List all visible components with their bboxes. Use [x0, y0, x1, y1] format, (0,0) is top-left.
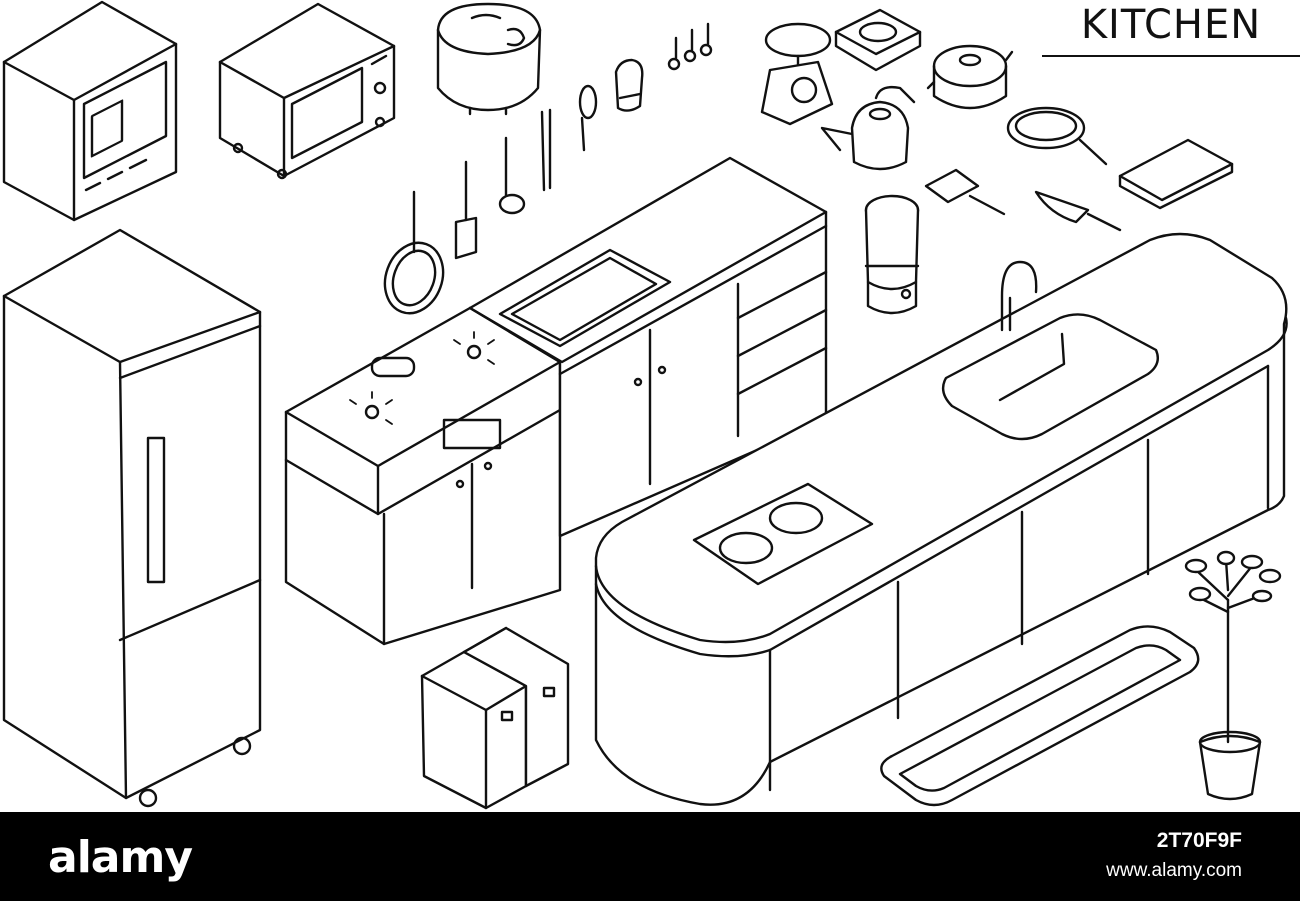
microwave-icon — [218, 2, 396, 180]
frying-pan-icon — [383, 190, 445, 315]
spatula-icon — [454, 160, 478, 260]
knife-icon — [1034, 190, 1122, 232]
chopsticks-icon — [540, 108, 552, 192]
oven-mitt-icon — [614, 58, 644, 112]
whisk-icon — [578, 84, 598, 152]
page-title: KITCHEN — [1080, 2, 1262, 48]
kitchen-scale-icon — [760, 22, 834, 126]
oven-icon — [2, 0, 178, 222]
cutting-board-icon — [1118, 138, 1234, 210]
skillet-icon — [1006, 106, 1108, 166]
title-underline — [1042, 55, 1300, 57]
kitchen-mat-icon — [880, 625, 1200, 807]
rice-cooker-icon — [436, 2, 542, 116]
image-reference: 2T70F9F www.alamy.com — [1106, 826, 1242, 886]
blender-icon — [864, 194, 920, 315]
kettle-icon — [820, 85, 916, 171]
image-id: 2T70F9F — [1156, 829, 1242, 852]
brand-logo: alamy — [48, 832, 193, 883]
egg-pan-icon — [924, 168, 1006, 216]
watermark-footer: alamy 2T70F9F www.alamy.com — [0, 812, 1300, 901]
kitchen-island-icon — [594, 232, 1288, 806]
stove-counter-icon — [284, 306, 562, 646]
ladle-icon — [498, 136, 526, 215]
pot-icon — [926, 44, 1014, 110]
trash-bins-icon — [420, 626, 570, 810]
site-url: www.alamy.com — [1106, 860, 1242, 881]
kitchen-illustration — [2, 0, 1288, 810]
measuring-spoons-icon — [667, 22, 713, 71]
potted-plant-icon — [1184, 550, 1282, 801]
refrigerator-icon — [2, 228, 262, 808]
digital-scale-icon — [834, 8, 922, 72]
sink-counter-icon — [468, 156, 828, 538]
